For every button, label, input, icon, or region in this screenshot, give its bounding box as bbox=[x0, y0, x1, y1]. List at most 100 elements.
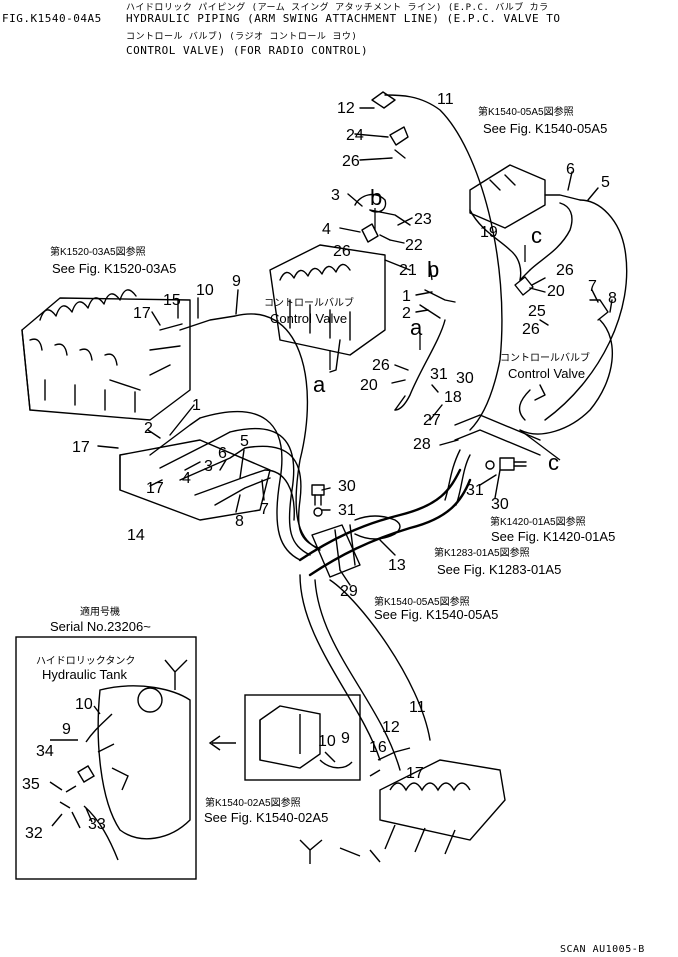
part-12-label: 12 bbox=[337, 100, 355, 117]
part-32-label: 32 bbox=[25, 825, 43, 842]
part-35-label: 35 bbox=[22, 776, 40, 793]
part-14-label: 14 bbox=[127, 527, 145, 544]
title-jp-2: コントロール バルブ) (ラジオ コントロール ヨウ) bbox=[126, 32, 358, 42]
part-30-label: 30 bbox=[456, 370, 474, 387]
part-11-label: 11 bbox=[437, 91, 454, 108]
part-24-label: 24 bbox=[346, 127, 364, 144]
part-26d-label: 26 bbox=[556, 262, 574, 279]
part-5-label: 5 bbox=[601, 174, 610, 191]
part-10-label: 10 bbox=[196, 282, 214, 299]
control-valve-left-en: Control Valve bbox=[270, 311, 348, 326]
ref-k1540-05-mid-jp: 第K1540-05A5図参照 bbox=[374, 597, 470, 608]
part-3b-label: 3 bbox=[204, 458, 213, 475]
part-25-label: 25 bbox=[528, 303, 546, 320]
part-6b-label: 6 bbox=[218, 445, 227, 462]
part-4b-label: 4 bbox=[182, 470, 191, 487]
part-4-label: 4 bbox=[322, 221, 331, 238]
ref-k1520-jp: 第K1520-03A5図参照 bbox=[50, 247, 146, 258]
control-valve-left-jp: コントロールバルブ bbox=[264, 298, 354, 309]
part-21-label: 21 bbox=[399, 262, 417, 279]
part-2b-label: 2 bbox=[144, 420, 153, 437]
valve-inset bbox=[208, 694, 361, 781]
letter-a-left: a bbox=[313, 372, 326, 397]
ref-k1420-jp: 第K1420-01A5図参照 bbox=[490, 517, 586, 528]
letter-c-bottom: c bbox=[548, 450, 559, 475]
part-20-label: 20 bbox=[360, 377, 378, 394]
part-6-label: 6 bbox=[566, 161, 575, 178]
title-jp: ハイドロリック パイピング (アーム スイング アタッチメント ライン) (E.… bbox=[126, 3, 549, 13]
part-9c-label: 9 bbox=[341, 730, 350, 747]
ref-k1283-jp: 第K1283-01A5図参照 bbox=[434, 548, 530, 559]
part-2-label: 2 bbox=[402, 305, 411, 322]
part-9b-label: 9 bbox=[62, 721, 71, 738]
part-19-label: 19 bbox=[480, 224, 498, 241]
part-18-label: 18 bbox=[444, 389, 462, 406]
part-26-label: 26 bbox=[342, 153, 360, 170]
tank-jp: ハイドロリックタンク bbox=[36, 656, 136, 667]
part-30c-label: 30 bbox=[338, 478, 356, 495]
lower-valve-block bbox=[299, 747, 506, 864]
serial-number: Serial No.23206~ bbox=[50, 619, 151, 634]
letter-b-top: b bbox=[370, 185, 382, 210]
part-23-label: 23 bbox=[414, 211, 432, 228]
part-1-label: 1 bbox=[402, 288, 411, 305]
part-33-label: 33 bbox=[88, 816, 106, 833]
tank-inset bbox=[15, 636, 197, 880]
part-13-label: 13 bbox=[388, 557, 406, 574]
ref-k1540-02-jp: 第K1540-02A5図参照 bbox=[205, 798, 301, 809]
part-5b-label: 5 bbox=[240, 433, 249, 450]
ref-k1540-05-mid: See Fig. K1540-05A5 bbox=[374, 607, 499, 622]
part-11b-label: 11 bbox=[409, 699, 426, 716]
part-30b-label: 30 bbox=[491, 496, 509, 513]
part-17-label: 17 bbox=[133, 305, 151, 322]
ref-k1420: See Fig. K1420-01A5 bbox=[491, 529, 616, 544]
part-3-label: 3 bbox=[331, 187, 340, 204]
letter-c-top: c bbox=[531, 223, 542, 248]
part-10c-label: 10 bbox=[318, 733, 336, 750]
part-7-label: 7 bbox=[588, 278, 597, 295]
part-28-label: 28 bbox=[413, 436, 431, 453]
part-27-label: 27 bbox=[423, 412, 441, 429]
left-valve-block bbox=[21, 289, 191, 421]
figure-code: FIG.K1540-04A5 bbox=[2, 12, 102, 25]
title-line-1: HYDRAULIC PIPING (ARM SWING ATTACHMENT L… bbox=[126, 12, 561, 25]
control-valve-right-jp: コントロールバルブ bbox=[500, 353, 590, 364]
ref-k1520: See Fig. K1520-03A5 bbox=[52, 261, 177, 276]
part-29-label: 29 bbox=[340, 583, 358, 600]
part-17d-label: 17 bbox=[406, 765, 424, 782]
part-7b-label: 7 bbox=[260, 501, 269, 518]
part-8b-label: 8 bbox=[235, 513, 244, 530]
part-17b-label: 17 bbox=[72, 439, 90, 456]
left-manifold bbox=[119, 439, 271, 521]
letter-a-mid: a bbox=[410, 315, 423, 340]
part-31c-label: 31 bbox=[338, 502, 356, 519]
part-15-label: 15 bbox=[163, 292, 181, 309]
ref-k1540-05-top-jp: 第K1540-05A5図参照 bbox=[478, 107, 574, 118]
part-8-label: 8 bbox=[608, 290, 617, 307]
footer-code: SCAN AU1005-B bbox=[560, 944, 645, 955]
control-valve-right-en: Control Valve bbox=[508, 366, 586, 381]
part-26b-label: 26 bbox=[333, 243, 351, 260]
serial-jp: 適用号機 bbox=[80, 607, 120, 618]
part-31b-label: 31 bbox=[466, 482, 484, 499]
part-26c-label: 26 bbox=[372, 357, 390, 374]
part-12b-label: 12 bbox=[382, 719, 400, 736]
part-16-label: 16 bbox=[369, 739, 387, 756]
title-line-2: CONTROL VALVE) (FOR RADIO CONTROL) bbox=[126, 44, 369, 57]
part-31-label: 31 bbox=[430, 366, 448, 383]
ref-k1540-02: See Fig. K1540-02A5 bbox=[204, 810, 329, 825]
ref-k1540-05-top: See Fig. K1540-05A5 bbox=[483, 121, 608, 136]
letter-b-right: b bbox=[427, 257, 439, 282]
tank-en: Hydraulic Tank bbox=[42, 667, 128, 682]
part-10b-label: 10 bbox=[75, 696, 93, 713]
part-17c-label: 17 bbox=[146, 480, 164, 497]
part-22-label: 22 bbox=[405, 237, 423, 254]
part-1b-label: 1 bbox=[192, 397, 201, 414]
part-9-label: 9 bbox=[232, 273, 241, 290]
part-34-label: 34 bbox=[36, 743, 54, 760]
part-20b-label: 20 bbox=[547, 283, 565, 300]
ref-k1283: See Fig. K1283-01A5 bbox=[437, 562, 562, 577]
part-26e-label: 26 bbox=[522, 321, 540, 338]
